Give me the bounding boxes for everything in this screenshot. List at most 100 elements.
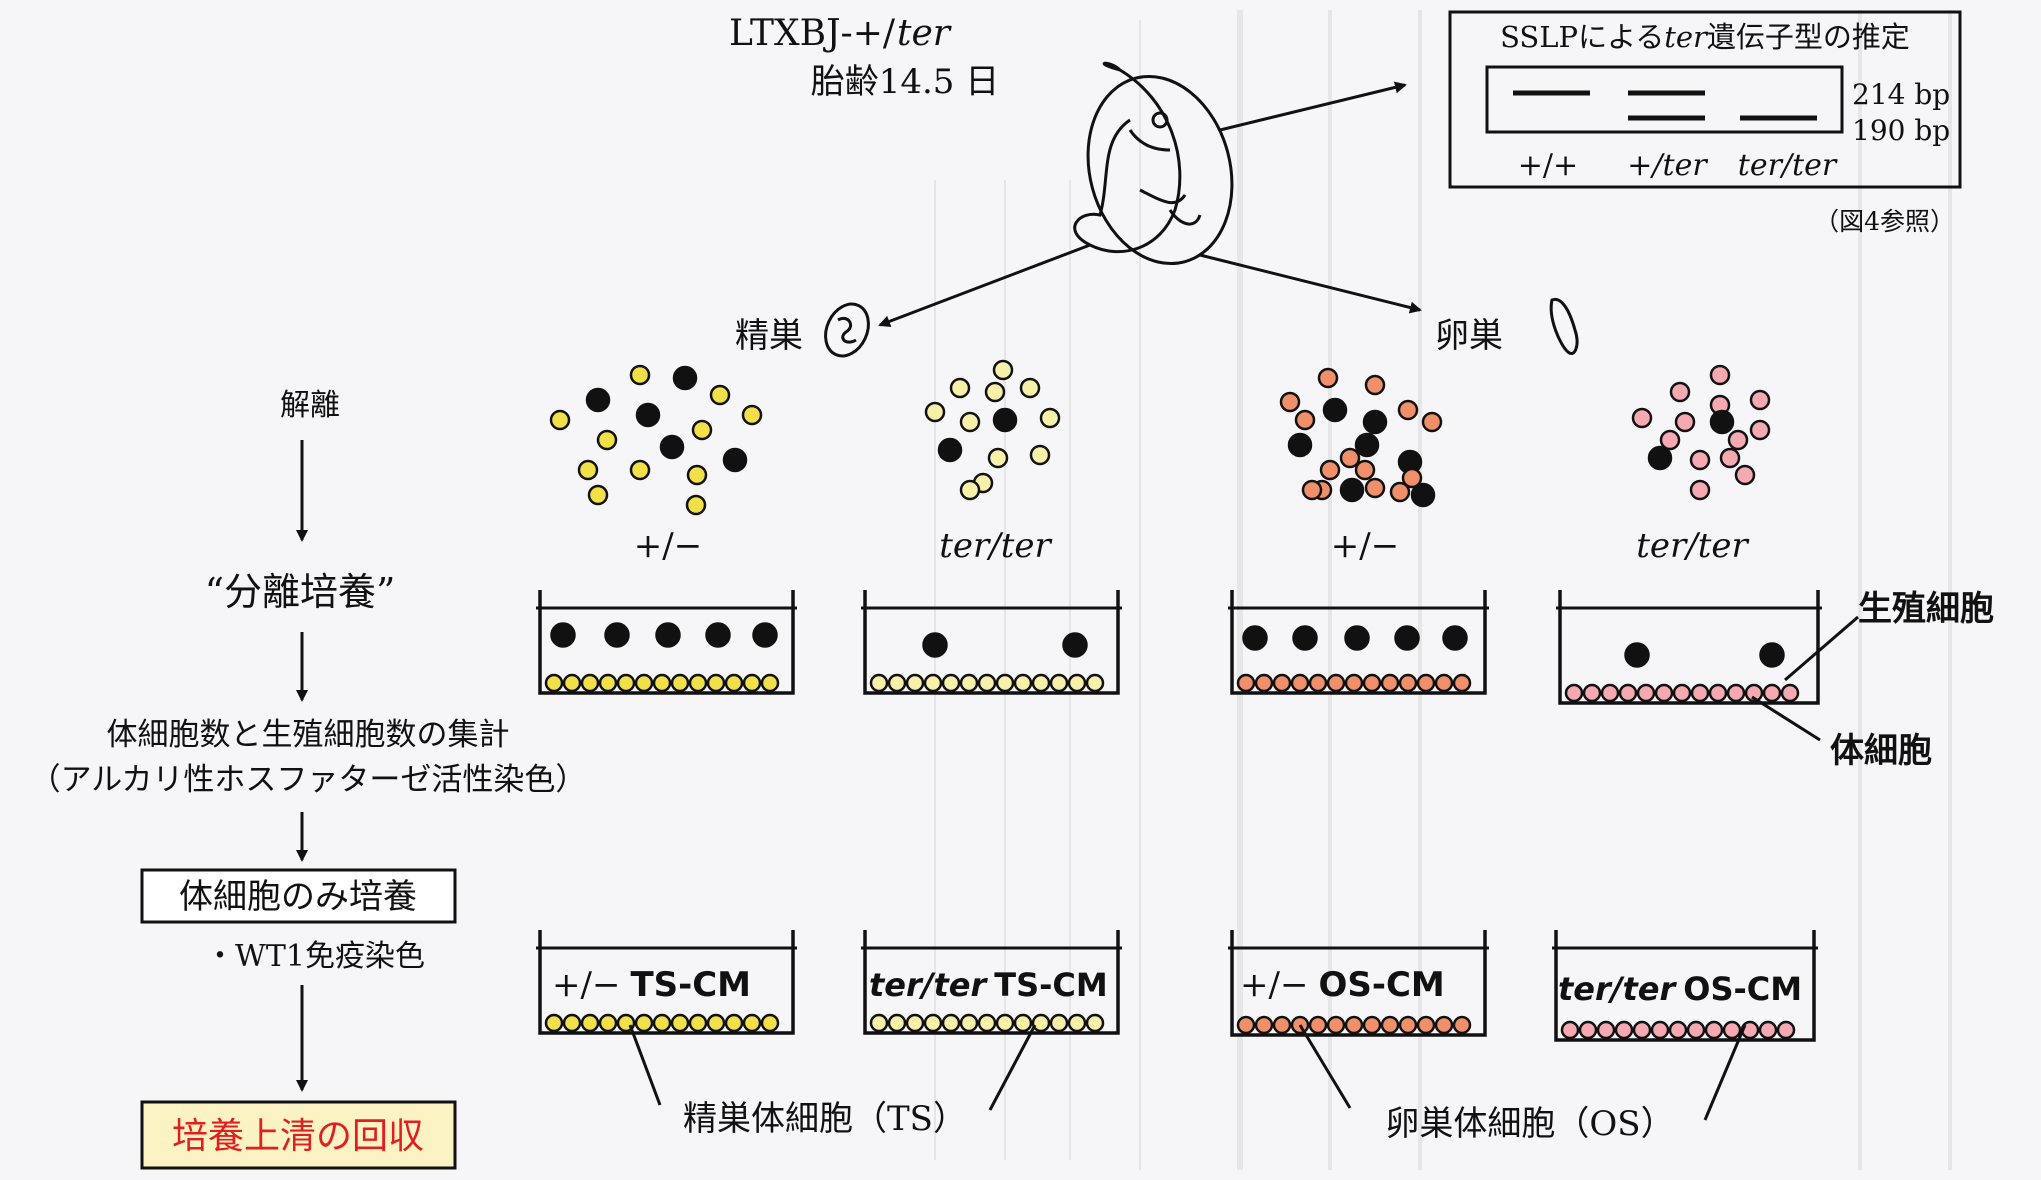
embryo-strain-label: LTXBJ-+/ — [729, 13, 896, 54]
somatic-cell — [961, 675, 977, 691]
sslp-genotype-het: +/ter — [1627, 148, 1708, 183]
arrow-to-ovary — [1200, 255, 1420, 310]
somatic-cell — [582, 675, 598, 691]
bp-label-190: 190 bp — [1852, 114, 1950, 147]
ts-pointer-left — [630, 1025, 660, 1105]
somatic-cell — [1031, 446, 1049, 464]
germ-cell — [754, 624, 777, 647]
somatic-cell — [1328, 1017, 1344, 1033]
germ-cell — [1289, 434, 1311, 456]
somatic-cell — [1729, 431, 1747, 449]
somatic-cell — [1692, 685, 1708, 701]
somatic-cell — [1691, 481, 1709, 499]
somatic-cell — [1069, 1015, 1085, 1031]
somatic-cell — [1454, 1017, 1470, 1033]
flow-step-separate-culture: “分離培養” — [205, 570, 396, 614]
flow-step-count: 体細胞数と生殖細胞数の集計 — [107, 717, 510, 753]
germ-cell — [1626, 644, 1649, 667]
testis-icon — [817, 297, 876, 363]
somatic-cell — [1710, 685, 1726, 701]
dish-ovary-hom — [1556, 590, 1822, 703]
dish-testis-het — [536, 590, 797, 693]
somatic-cell — [907, 675, 923, 691]
somatic-cell — [1418, 1017, 1434, 1033]
somatic-cell — [1584, 685, 1600, 701]
somatic-cell — [1364, 1017, 1380, 1033]
testis-somatic-label: 精巣体細胞（TS） — [683, 1099, 967, 1139]
somatic-cell — [672, 1015, 688, 1031]
somatic-cell — [1087, 675, 1103, 691]
somatic-cell — [1087, 1015, 1103, 1031]
somatic-cell — [925, 675, 941, 691]
somatic-cell — [631, 461, 649, 479]
genotype-label-ovary-hom: ter/ter — [1636, 526, 1749, 566]
germ-cell — [1294, 627, 1317, 650]
ovary-somatic-label: 卵巣体細胞（OS） — [1385, 1104, 1674, 1144]
somatic-cell — [1364, 675, 1380, 691]
somatic-cell — [744, 1015, 760, 1031]
somatic-cell — [1656, 685, 1672, 701]
somatic-cell — [1670, 1022, 1686, 1038]
somatic-cell — [688, 466, 706, 484]
somatic-cell — [1356, 461, 1374, 479]
somatic-cell — [631, 366, 649, 384]
somatic-cell — [600, 675, 616, 691]
somatic-cell — [1418, 675, 1434, 691]
somatic-cell — [1256, 1017, 1272, 1033]
somatic-cell — [1051, 1015, 1067, 1031]
somatic-cell — [1238, 1017, 1254, 1033]
ovary-label: 卵巣 — [1435, 316, 1503, 356]
somatic-cell — [1688, 1022, 1704, 1038]
dish-testis-hom — [861, 590, 1122, 693]
somatic-cell — [1069, 675, 1085, 691]
germ-cell — [1649, 447, 1671, 469]
cluster-ovary-het — [1281, 369, 1441, 506]
germ-cell — [1412, 484, 1434, 506]
somatic-cell — [708, 1015, 724, 1031]
somatic-cell — [1751, 391, 1769, 409]
germ-cell — [707, 624, 730, 647]
somatic-cell — [926, 403, 944, 421]
germ-cell — [637, 404, 659, 426]
germ-cell — [552, 624, 575, 647]
flow-step-somatic-culture: 体細胞のみ培養 — [179, 877, 417, 917]
somatic-cell — [1321, 461, 1339, 479]
somatic-cell — [690, 1015, 706, 1031]
somatic-cell — [1580, 1022, 1596, 1038]
somatic-cell — [1436, 675, 1452, 691]
somatic-cell — [994, 361, 1012, 379]
somatic-cell — [1724, 1022, 1740, 1038]
cm-label-het-os: +/−OS-CM — [1240, 965, 1445, 1005]
germ-cell — [1064, 634, 1087, 657]
somatic-cell — [1562, 1022, 1578, 1038]
somatic-cell — [672, 675, 688, 691]
somatic-cell — [1400, 1017, 1416, 1033]
somatic-cell — [1728, 685, 1744, 701]
somatic-cell — [744, 675, 760, 691]
somatic-cell — [1400, 675, 1416, 691]
somatic-cell — [598, 431, 616, 449]
germ-cell — [1341, 479, 1363, 501]
somatic-cell — [989, 449, 1007, 467]
testis-label: 精巣 — [735, 316, 803, 356]
somatic-cell — [1341, 449, 1359, 467]
somatic-cell — [925, 1015, 941, 1031]
flow-step-count-note: （アルカリ性ホスファターゼ活性染色） — [30, 762, 587, 798]
cell-clusters — [551, 361, 1769, 514]
somatic-cell — [1674, 685, 1690, 701]
somatic-cell — [961, 413, 979, 431]
germ-cell — [1761, 644, 1784, 667]
ovary-icon — [1551, 299, 1577, 353]
cluster-testis-hom — [926, 361, 1059, 499]
somatic-cell — [564, 675, 580, 691]
somatic-cell — [1566, 685, 1582, 701]
somatic-cell — [1782, 685, 1798, 701]
somatic-cell — [1256, 675, 1272, 691]
somatic-cell — [1051, 675, 1067, 691]
somatic-cell — [600, 1015, 616, 1031]
somatic-cell — [1033, 1015, 1049, 1031]
somatic-cell — [1382, 675, 1398, 691]
germ-cell — [661, 436, 683, 458]
